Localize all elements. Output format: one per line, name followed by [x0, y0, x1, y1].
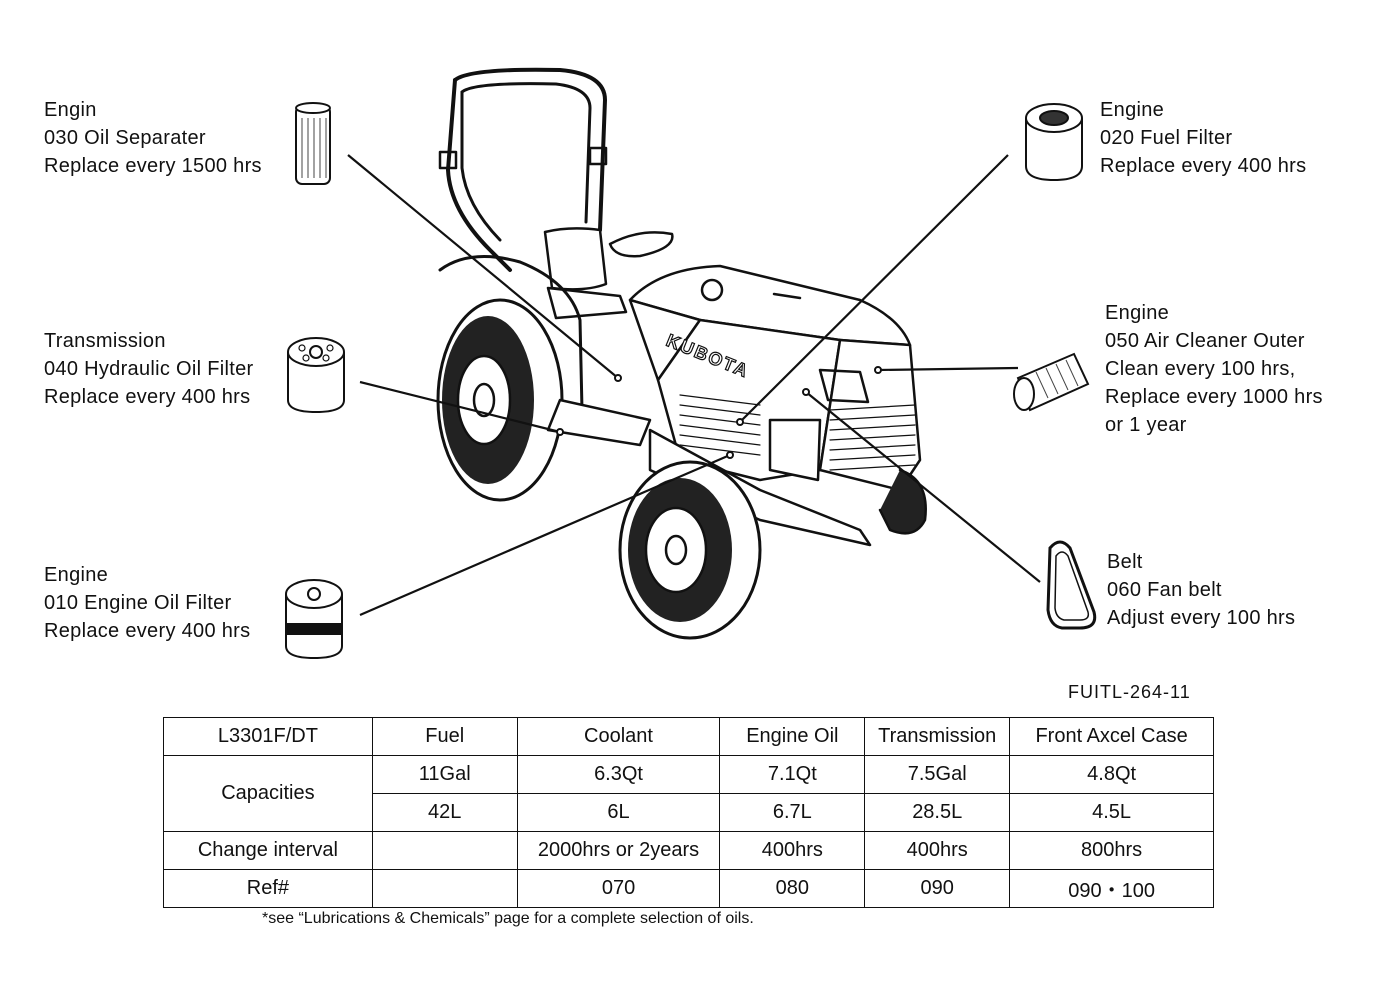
column-header: Fuel	[371, 717, 518, 756]
table-cell: 800hrs	[1009, 831, 1214, 870]
table-row: Ref# 070 080 090 090・100	[163, 869, 1214, 908]
table-cell: 090	[864, 869, 1011, 908]
callout-service: Replace every 400 hrs	[44, 386, 251, 408]
callout-part: 010 Engine Oil Filter	[44, 592, 232, 614]
fan-belt-icon	[1046, 540, 1097, 630]
callout-part: 040 Hydraulic Oil Filter	[44, 358, 254, 380]
rops-frame	[438, 67, 608, 272]
frame	[546, 398, 872, 547]
row-label: Ref#	[163, 869, 373, 908]
hydraulic-filter-icon	[287, 337, 345, 414]
fuel-filter-icon	[1025, 103, 1083, 182]
callout-service: Replace every 400 hrs	[44, 620, 251, 642]
table-cell: 6.3Qt	[516, 755, 721, 794]
callout-category: Engine	[1100, 99, 1165, 121]
callout-service-3: or 1 year	[1105, 414, 1187, 436]
table-cell: 6L	[516, 793, 721, 832]
callout-service: Clean every 100 hrs,	[1105, 358, 1296, 380]
callout-oil-separator: Engin 030 Oil Separater Replace every 15…	[44, 96, 262, 180]
callout-service: Replace every 400 hrs	[1100, 155, 1307, 177]
table-row: Change interval 2000hrs or 2years 400hrs…	[163, 831, 1214, 870]
callout-service: Replace every 1500 hrs	[44, 155, 262, 177]
callout-engine-oil-filter: Engine 010 Engine Oil Filter Replace eve…	[44, 561, 250, 645]
engine-oil-filter-icon	[285, 579, 343, 660]
column-header: Coolant	[516, 717, 721, 756]
callout-category: Engin	[44, 99, 97, 121]
callout-air-cleaner: Engine 050 Air Cleaner Outer Clean every…	[1105, 299, 1323, 439]
rear-wheel	[436, 255, 584, 502]
model-cell: L3301F/DT	[163, 717, 373, 756]
callout-category: Transmission	[44, 330, 166, 352]
table-cell: 7.1Qt	[719, 755, 866, 794]
table-row: Capacities 11Gal 6.3Qt 7.1Qt 7.5Gal 4.8Q…	[163, 755, 1214, 832]
table-cell	[371, 869, 518, 908]
column-header: Transmission	[864, 717, 1011, 756]
callout-service: Adjust every 100 hrs	[1107, 607, 1296, 629]
table-cell: 4.8Qt	[1009, 755, 1214, 794]
table-cell: 400hrs	[864, 831, 1011, 870]
capacity-table: L3301F/DT Fuel Coolant Engine Oil Transm…	[163, 717, 1214, 908]
table-cell: 2000hrs or 2years	[516, 831, 721, 870]
row-label: Change interval	[163, 831, 373, 870]
callout-hydraulic-filter: Transmission 040 Hydraulic Oil Filter Re…	[44, 327, 254, 411]
callout-category: Engine	[1105, 302, 1170, 324]
callout-service-2: Replace every 1000 hrs	[1105, 386, 1323, 408]
row-label: Capacities	[163, 755, 373, 832]
table-cell: 11Gal	[371, 755, 518, 794]
table-cell: 400hrs	[719, 831, 866, 870]
table-cell: 28.5L	[864, 793, 1011, 832]
callout-fan-belt: Belt 060 Fan belt Adjust every 100 hrs	[1107, 548, 1295, 632]
table-cell	[371, 831, 518, 870]
callout-category: Engine	[44, 564, 109, 586]
callout-fuel-filter: Engine 020 Fuel Filter Replace every 400…	[1100, 96, 1306, 180]
callout-part: 050 Air Cleaner Outer	[1105, 330, 1305, 352]
oil-separator-icon	[295, 102, 331, 185]
leader-lines	[347, 154, 1041, 617]
column-header: Engine Oil	[719, 717, 866, 756]
table-cell: 080	[719, 869, 866, 908]
table-cell: 070	[516, 869, 721, 908]
callout-part: 060 Fan belt	[1107, 579, 1222, 601]
column-header: Front Axcel Case	[1009, 717, 1214, 756]
table-header-row: L3301F/DT Fuel Coolant Engine Oil Transm…	[163, 717, 1214, 756]
table-cell: 090・100	[1009, 869, 1214, 908]
callout-category: Belt	[1107, 551, 1143, 573]
front-wheel-left	[618, 460, 762, 640]
footnote: *see “Lubrications & Chemicals” page for…	[262, 910, 754, 927]
air-cleaner-icon	[1013, 352, 1090, 412]
table-cell: 4.5L	[1009, 793, 1214, 832]
figure-code: FUITL-264-11	[1068, 682, 1191, 702]
leader-endpoints	[556, 366, 882, 459]
table-cell: 42L	[371, 793, 518, 832]
callout-part: 030 Oil Separater	[44, 127, 206, 149]
hood-body	[628, 264, 922, 492]
front-wheel-right	[878, 468, 927, 535]
table-cell: 6.7L	[719, 793, 866, 832]
callout-part: 020 Fuel Filter	[1100, 127, 1233, 149]
table-cell: 7.5Gal	[864, 755, 1011, 794]
